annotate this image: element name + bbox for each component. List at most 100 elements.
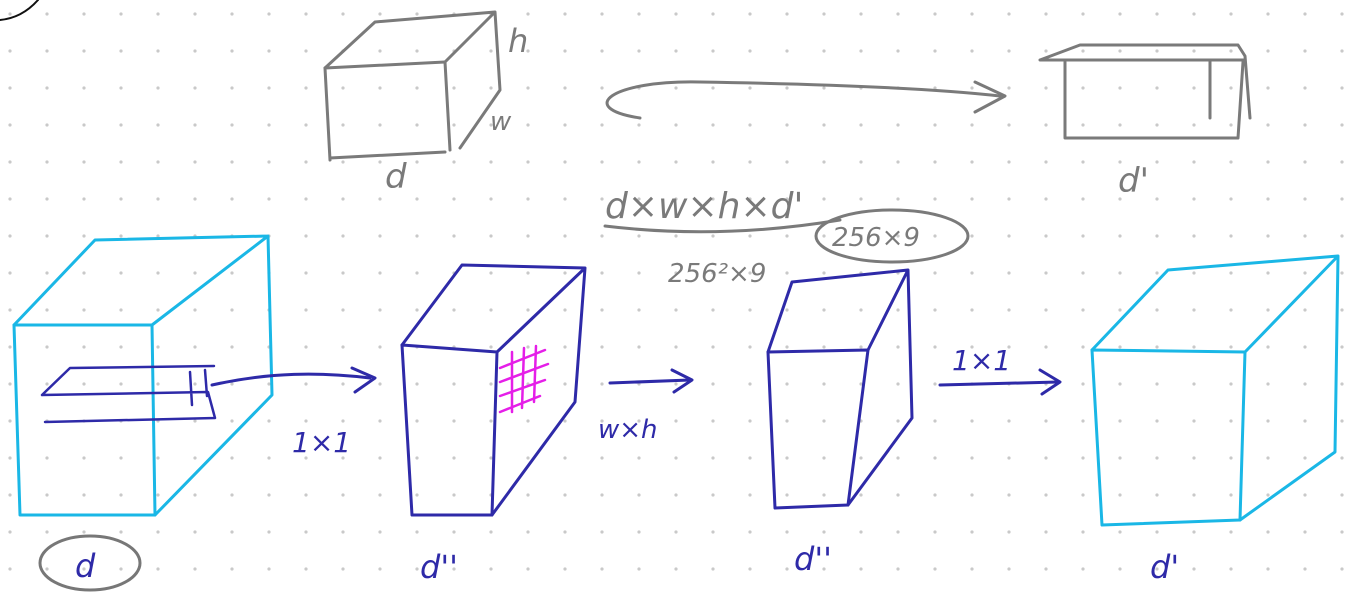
grid-dot [1081,308,1085,312]
grid-dot [637,49,641,53]
grid-dot [1303,567,1307,571]
grid-dot [1155,197,1159,201]
grid-dot [1303,419,1307,423]
grid-dot [304,197,308,201]
grid-dot [822,493,826,497]
grid-dot [1007,123,1011,127]
grid-dot [415,12,419,16]
grid-dot [452,419,456,423]
block-4: d' [1090,254,1340,586]
grid-dot [785,197,789,201]
block3-label: d'' [794,540,832,578]
grid-dot [785,493,789,497]
grid-dot [600,123,604,127]
grid-dot [1155,123,1159,127]
grid-dot [711,530,715,534]
grid-dot [896,493,900,497]
grid-dot [600,12,604,16]
grid-dot [859,456,863,460]
grid-dot [452,197,456,201]
grid-dot [822,308,826,312]
grid-dot [970,345,974,349]
grid-dot [1229,12,1233,16]
grid-dot [1118,123,1122,127]
grid-dot [1081,160,1085,164]
grid-dot [1118,308,1122,312]
grid-dot [8,419,12,423]
grid-dot [896,49,900,53]
grid-dot [933,530,937,534]
grid-dot [896,123,900,127]
grid-dot [563,308,567,312]
grid-dot [748,456,752,460]
grid-dot [378,530,382,534]
grid-dot [267,197,271,201]
grid-dot [1192,530,1196,534]
grid-dot [1155,49,1159,53]
grid-dot [341,123,345,127]
grid-dot [674,345,678,349]
grid-dot [82,567,86,571]
grid-dot [8,234,12,238]
grid-dot [970,234,974,238]
grid-dot [1303,123,1307,127]
grid-dot [637,308,641,312]
grid-dot [45,567,49,571]
grid-dot [8,345,12,349]
grid-dot [1192,567,1196,571]
grid-dot [304,49,308,53]
grid-dot [230,419,234,423]
grid-dot [82,308,86,312]
grid-dot [896,419,900,423]
grid-dot [1340,530,1344,534]
grid-dot [896,234,900,238]
grid-dot [119,308,123,312]
grid-dot [526,12,530,16]
grid-dot [970,123,974,127]
grid-dot [267,123,271,127]
arrow3-label: 1×1 [952,344,1011,377]
grid-dot [822,234,826,238]
grid-dot [1229,123,1233,127]
grid-dot [304,382,308,386]
grid-dot [1303,345,1307,349]
grid-dot [1118,345,1122,349]
grid-dot [748,49,752,53]
grid-dot [415,197,419,201]
grid-dot [563,12,567,16]
grid-dot [822,86,826,90]
grid-dot [748,234,752,238]
grid-dot [341,530,345,534]
grid-dot [711,493,715,497]
grid-dot [711,49,715,53]
grid-dot [304,160,308,164]
grid-dot [1192,382,1196,386]
grid-dot [1081,197,1085,201]
grid-dot [674,86,678,90]
grid-dot [526,123,530,127]
arrow-1: 1×1 [210,366,377,459]
grid-dot [600,382,604,386]
grid-dot [1007,234,1011,238]
top-cube-depth-label: d [385,157,407,197]
grid-dot [1192,49,1196,53]
grid-dot [785,86,789,90]
grid-dot [1007,160,1011,164]
grid-dot [193,271,197,275]
grid-dot [8,271,12,275]
grid-dot [1118,271,1122,275]
grid-dot [785,456,789,460]
grid-dot [156,382,160,386]
grid-dot [8,493,12,497]
grid-dot [45,49,49,53]
grid-dot [341,567,345,571]
grid-dot [45,234,49,238]
grid-dot [1044,308,1048,312]
grid-dot [1081,12,1085,16]
grid-dot [1303,197,1307,201]
grid-dot [230,345,234,349]
grid-dot [119,12,123,16]
grid-dot [1044,419,1048,423]
grid-dot [674,234,678,238]
